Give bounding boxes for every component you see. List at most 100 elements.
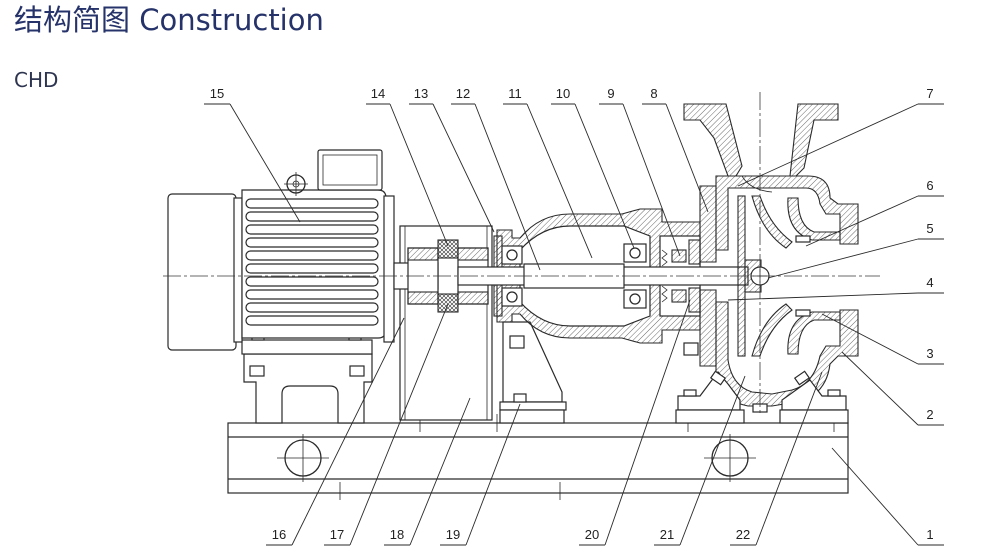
callout-label-13: 13	[414, 86, 428, 101]
bearing-front-top	[501, 245, 523, 265]
bearings	[501, 243, 647, 309]
motor-terminal-box-lid	[322, 154, 378, 186]
bearing-rear-bottom	[623, 289, 647, 309]
motor-support-stand	[243, 353, 373, 424]
motor-rear-flange	[233, 197, 243, 343]
motor-cooling-fin	[245, 224, 379, 235]
volute-tongue	[741, 175, 773, 193]
motor-lifting-eye-crosshair	[284, 172, 308, 196]
callout-label-15: 15	[210, 86, 224, 101]
coupling-hub-pump-side-section-top	[457, 247, 489, 261]
casing-foot-pad-left	[675, 409, 745, 424]
impeller-front-shroud-upper	[751, 195, 793, 249]
motor-cooling-fin	[245, 263, 379, 274]
callout-leader-4	[727, 292, 919, 301]
motor-cooling-fin	[245, 250, 379, 261]
callout-leader-11	[526, 103, 593, 259]
bearing-front-bottom	[501, 287, 523, 307]
base-bolt-hole-right-crosshair	[704, 434, 756, 482]
coupling-hub-pump-side-section-bottom	[457, 291, 489, 305]
seal-ring-bottom	[671, 289, 687, 303]
callout-label-4: 4	[926, 275, 933, 290]
bearing-ball	[629, 247, 641, 259]
suction-wall-upper	[787, 197, 841, 241]
callout-leader-8	[665, 103, 709, 213]
casing-upper-wall	[715, 175, 859, 251]
callout-leader-7	[737, 103, 919, 187]
motor-cooling-fin	[245, 198, 379, 209]
bracket-support-base-plate	[499, 401, 567, 411]
callout-leader-22	[755, 371, 823, 546]
casing-bolt-right	[793, 370, 811, 386]
casing-cover-lower	[699, 289, 717, 367]
coupling-hub-motor-side-section-bottom	[407, 291, 439, 305]
bracket-support-pad	[499, 409, 565, 424]
callout-label-2: 2	[926, 407, 933, 422]
wear-ring-upper	[795, 235, 811, 243]
callout-leader-2	[841, 351, 919, 426]
callout-label-8: 8	[650, 86, 657, 101]
callout-leader-6	[805, 195, 919, 247]
casing-cover-upper	[699, 185, 717, 263]
callout-leader-9	[622, 103, 681, 257]
motor-terminal-box	[317, 149, 383, 191]
bracket-support	[499, 321, 567, 424]
callout-leader-12	[474, 103, 541, 271]
suction-wall-lower	[787, 311, 841, 355]
base-center-marks	[339, 414, 835, 500]
gland-bolt	[683, 342, 699, 356]
callout-leader-13	[432, 103, 495, 233]
coupling-elastic-element-bottom	[437, 293, 459, 313]
callout-leader-10	[574, 103, 635, 249]
callout-leader-15	[229, 103, 301, 223]
motor-cooling-fin	[245, 302, 379, 313]
callout-label-18: 18	[390, 527, 404, 542]
bearing-ball	[506, 291, 518, 303]
discharge-flange-right	[789, 103, 839, 177]
casing-feet	[675, 370, 849, 424]
wear-ring-lower	[795, 309, 811, 317]
motor-support-bolt-left	[249, 365, 265, 377]
casing-foot-bolt-left	[683, 389, 697, 397]
motor-cooling-fin	[245, 289, 379, 300]
bearing-ball	[506, 249, 518, 261]
seal-spring-top	[661, 249, 668, 267]
callout-leader-18	[409, 397, 471, 546]
callout-label-3: 3	[926, 346, 933, 361]
coupling-hub-motor-side-section-top	[407, 247, 439, 261]
casing-lower-wall	[715, 301, 859, 407]
callout-leader-1	[831, 447, 919, 546]
callout-label-6: 6	[926, 178, 933, 193]
pump-casing	[683, 103, 859, 413]
callout-leader-16	[291, 317, 405, 546]
casing-foot-bolt-right	[827, 389, 841, 397]
callout-leader-5	[767, 238, 919, 279]
bracket-support-bolt	[513, 393, 527, 403]
seal-spring-bottom	[661, 285, 668, 303]
callout-leader-19	[465, 403, 521, 546]
casing-foot-pad-right	[779, 409, 849, 424]
callout-label-9: 9	[607, 86, 614, 101]
callout-label-20: 20	[585, 527, 599, 542]
callout-label-7: 7	[926, 86, 933, 101]
motor-cooling-fin	[245, 276, 379, 287]
bearing-ball	[629, 293, 641, 305]
motor-cooling-fin	[245, 211, 379, 222]
callout-label-12: 12	[456, 86, 470, 101]
callout-leader-21	[679, 375, 746, 546]
bracket-bolt	[509, 335, 525, 349]
impeller-front-shroud-lower	[751, 303, 793, 357]
callout-label-11: 11	[508, 86, 522, 101]
callout-label-5: 5	[926, 221, 933, 236]
callout-label-1: 1	[926, 527, 933, 542]
page-title: 结构简图 Construction	[14, 3, 324, 37]
bearing-rear-top	[623, 243, 647, 263]
base-bolt-hole-left-crosshair	[277, 434, 329, 482]
motor-support-bolt-right	[349, 365, 365, 377]
motor-cooling-fin	[245, 237, 379, 248]
seal-ring-top	[671, 249, 687, 263]
motor	[167, 149, 395, 351]
motor-cooling-fin	[245, 315, 379, 326]
